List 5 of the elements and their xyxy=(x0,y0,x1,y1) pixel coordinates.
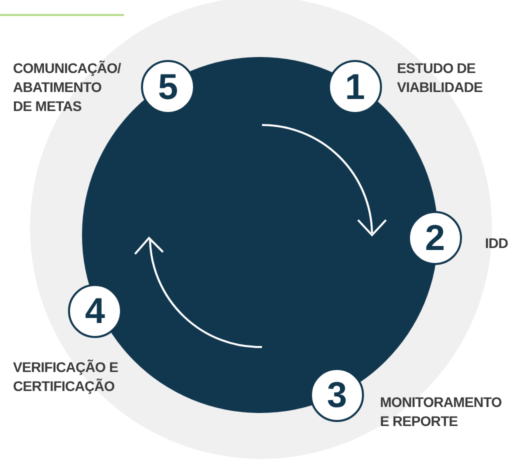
step-label: MONITORAMENTO E REPORTE xyxy=(380,393,503,431)
step-label: COMUNICAÇÃO/ ABATIMENTO DE METAS xyxy=(13,59,122,116)
step-label: ESTUDO DE VIABILIDADE xyxy=(397,59,484,97)
step-label: IDD xyxy=(485,234,510,253)
step-label: VERIFICAÇÃO E CERTIFICAÇÃO xyxy=(13,358,120,396)
